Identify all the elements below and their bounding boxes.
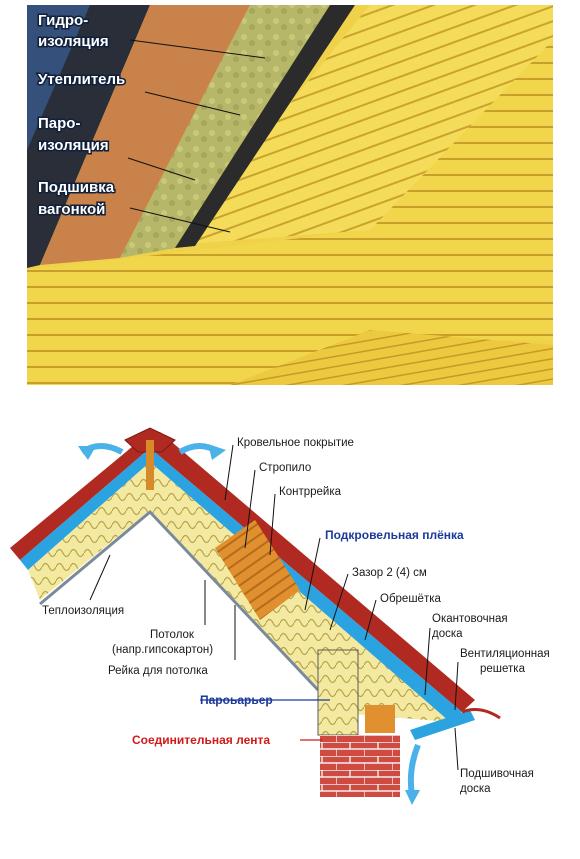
vent-arrow-left-head xyxy=(78,446,96,460)
label-lathing: Обрешётка xyxy=(380,593,441,605)
label-vapor-barrier: Пароьарьер xyxy=(200,693,273,707)
soffit xyxy=(410,710,475,740)
label-ceiling-batten: Рейка для потолка xyxy=(108,665,208,677)
brick-wall xyxy=(320,735,400,797)
sloped-ceiling xyxy=(175,5,553,245)
sky-corner xyxy=(27,5,90,150)
left-knee-wall xyxy=(27,230,370,385)
leader-film xyxy=(304,537,321,611)
label-connecting-tape: Соединительная лента xyxy=(132,733,270,747)
leader-edging xyxy=(424,627,431,696)
leader-hydro xyxy=(129,39,266,59)
label-lining-2: вагонкой xyxy=(38,201,105,218)
ridge-beam xyxy=(146,440,154,490)
leader-insul xyxy=(144,91,241,116)
label-edging-1: Окантовочная xyxy=(432,613,508,625)
layer-insulation xyxy=(120,5,330,258)
label-lining-1: Подшивка xyxy=(38,179,115,196)
wall-post xyxy=(317,649,359,736)
leader-counter xyxy=(269,493,276,556)
attic-photo: Гидро- изоляция Утеплитель Паро- изоляци… xyxy=(27,5,553,385)
label-roofing: Кровельное покрытие xyxy=(237,437,354,449)
vent-arrow-bottom-head xyxy=(405,790,420,805)
leader-vent xyxy=(454,661,459,711)
leader-roofing xyxy=(224,444,234,501)
label-underlay-film: Подкровельная плёнка xyxy=(325,528,464,542)
layer-vapor-barrier xyxy=(175,5,355,248)
mauerlat xyxy=(365,705,395,733)
rafter-section xyxy=(215,520,300,620)
label-insulation: Утеплитель xyxy=(38,71,125,88)
label-vapor-2: изоляция xyxy=(38,137,109,154)
label-vent-2: решетка xyxy=(480,663,526,675)
label-hydro-2: изоляция xyxy=(38,33,109,50)
label-ceiling-2: (напр.гипсокартон) xyxy=(112,644,213,656)
leader-lining xyxy=(129,207,231,233)
leader-insulation xyxy=(89,554,111,601)
label-edging-2: доска xyxy=(432,628,463,640)
label-insulation: Теплоизоляция xyxy=(42,605,124,617)
leader-lathing xyxy=(364,599,377,641)
gutter xyxy=(461,708,501,720)
roof-section-diagram: Кровельное покрытие Стропило Контррейка … xyxy=(10,427,550,805)
label-vent-1: Вентиляционная xyxy=(460,648,550,660)
label-gap: Зазор 2 (4) см xyxy=(352,567,427,579)
ceiling-board xyxy=(39,509,320,692)
vent-arrow-right-head xyxy=(208,444,226,460)
layer-wood-sheathing xyxy=(40,5,250,265)
label-vapor-1: Паро- xyxy=(38,115,80,132)
leader-rafter xyxy=(244,469,256,549)
label-soffit-1: Подшивочная xyxy=(460,768,534,780)
vent-arrow-bottom xyxy=(407,743,421,796)
label-counter-batten: Контррейка xyxy=(279,486,342,498)
leader-gap xyxy=(329,573,349,631)
label-hydro-1: Гидро- xyxy=(38,12,88,29)
leader-vapor xyxy=(127,157,196,181)
label-soffit-2: доска xyxy=(460,783,491,795)
label-rafter: Стропило xyxy=(259,462,311,474)
leader-soffit xyxy=(454,727,459,771)
label-ceiling-1: Потолок xyxy=(150,629,195,641)
floor xyxy=(230,330,553,385)
